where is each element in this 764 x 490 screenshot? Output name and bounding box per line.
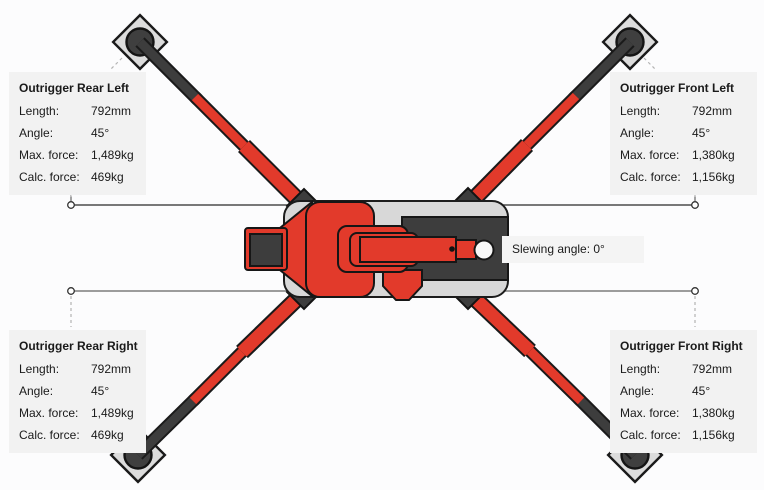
field-value: 1,156kg [692,428,735,442]
boom-pivot-dot [449,246,455,252]
panel-title: Outrigger Rear Left [19,81,130,95]
span-handle-top-left[interactable] [67,201,75,209]
field-value: 45° [692,126,711,140]
field-value: 469kg [91,170,124,184]
field-value: 1,489kg [91,406,134,420]
field-value: 45° [91,126,110,140]
field-label: Angle: [19,384,54,398]
field-value: 469kg [91,428,124,442]
field-value: 792mm [692,104,733,118]
span-handle-bottom-right[interactable] [691,287,699,295]
field-value: 1,380kg [692,406,735,420]
leader-rear-left-pad [109,57,123,71]
outrigger-leg-rear-right[interactable] [133,285,310,460]
outrigger-leg-front-left[interactable] [461,37,635,211]
machine-top-view[interactable] [244,199,509,301]
outrigger-leg-rear-left[interactable] [135,37,311,213]
boom[interactable] [359,236,457,263]
field-label: Max. force: [19,406,79,420]
field-value: 1,380kg [692,148,735,162]
field-label: Length: [19,362,60,376]
panel-title: Outrigger Rear Right [19,339,138,353]
panel-title: Outrigger Front Left [620,81,734,95]
slewing-angle-label: Slewing angle: 0° [502,236,644,263]
field-value: 45° [91,384,110,398]
field-label: Length: [19,104,60,118]
outrigger-panel-rear-left: Outrigger Rear Left Length: 792mm Angle:… [9,72,146,195]
field-value: 45° [692,384,711,398]
field-label: Angle: [620,384,655,398]
field-value: 1,489kg [91,148,134,162]
panel-rows: Length: 792mm Angle: 45° Max. force: 1,4… [19,104,136,184]
panel-title: Outrigger Front Right [620,339,743,353]
span-handle-top-right[interactable] [691,201,699,209]
outrigger-panel-rear-right: Outrigger Rear Right Length: 792mm Angle… [9,330,146,453]
field-label: Length: [620,362,661,376]
panel-rows: Length: 792mm Angle: 45° Max. force: 1,4… [19,362,136,442]
front-attachment-block [249,233,283,267]
boom-tip [473,239,495,261]
field-value: 792mm [91,362,132,376]
machine-component-lower [382,269,423,301]
span-handle-bottom-left[interactable] [67,287,75,295]
outrigger-panel-front-right: Outrigger Front Right Length: 792mm Angl… [610,330,757,453]
field-label: Length: [620,104,661,118]
field-label: Angle: [19,126,54,140]
field-label: Calc. force: [19,428,80,442]
field-value: 792mm [692,362,733,376]
boom-segment [455,239,477,260]
field-label: Max. force: [620,148,680,162]
leader-front-left-pad [643,57,657,71]
field-label: Angle: [620,126,655,140]
field-label: Calc. force: [19,170,80,184]
field-value: 792mm [91,104,132,118]
field-label: Calc. force: [620,428,681,442]
field-value: 1,156kg [692,170,735,184]
field-label: Calc. force: [620,170,681,184]
field-label: Max. force: [19,148,79,162]
outrigger-panel-front-left: Outrigger Front Left Length: 792mm Angle… [610,72,757,195]
panel-rows: Length: 792mm Angle: 45° Max. force: 1,3… [620,362,747,442]
field-label: Max. force: [620,406,680,420]
panel-rows: Length: 792mm Angle: 45° Max. force: 1,3… [620,104,747,184]
